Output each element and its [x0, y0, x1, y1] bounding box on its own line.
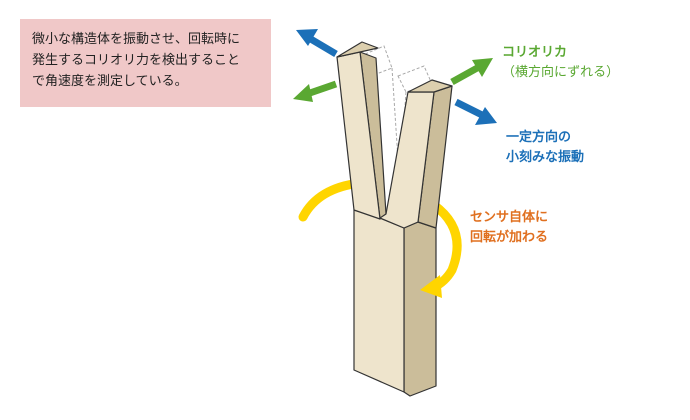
coriolis-arrow-left-head: [293, 84, 313, 102]
coriolis-label: コリオリカ （横方向にずれる）: [502, 43, 619, 83]
coriolis-label-sub: （横方向にずれる）: [502, 65, 620, 80]
vibration-arrow-right-head: [475, 107, 497, 125]
vibration-label: 一定方向の 小刻みな振動: [506, 128, 584, 168]
description-callout: 微小な構造体を振動させ、回転時に 発生するコリオリ力を検出すること で角速度を測…: [20, 19, 271, 107]
coriolis-label-title: コリオリカ: [502, 45, 568, 60]
base-side-face: [403, 221, 437, 397]
description-line-2: 発生するコリオリ力を検出すること: [32, 53, 241, 68]
left-prong-top: [336, 41, 379, 58]
coriolis-arrow-left-shaft: [305, 80, 338, 98]
base-front-face: [353, 209, 405, 393]
vibration-arrow-right-shaft: [454, 98, 486, 120]
rotation-label: センサ自体に 回転が加わる: [470, 208, 548, 248]
rotation-label-line-1: センサ自体に: [470, 210, 549, 225]
description-line-3: で角速度を測定している。: [32, 74, 188, 89]
vibration-label-line-1: 一定方向の: [506, 130, 572, 145]
description-line-1: 微小な構造体を振動させ、回転時に: [32, 32, 241, 47]
vibration-label-line-2: 小刻みな振動: [506, 150, 585, 165]
coriolis-arrow-right-shaft: [450, 63, 481, 86]
rotation-arrowhead: [420, 275, 442, 298]
coriolis-arrow-right-head: [472, 58, 493, 77]
right-prong-top: [407, 79, 453, 93]
rotation-label-line-2: 回転が加わる: [470, 230, 549, 245]
vibration-arrow-left-shaft: [307, 34, 338, 58]
vibration-arrow-left-head: [296, 29, 318, 46]
